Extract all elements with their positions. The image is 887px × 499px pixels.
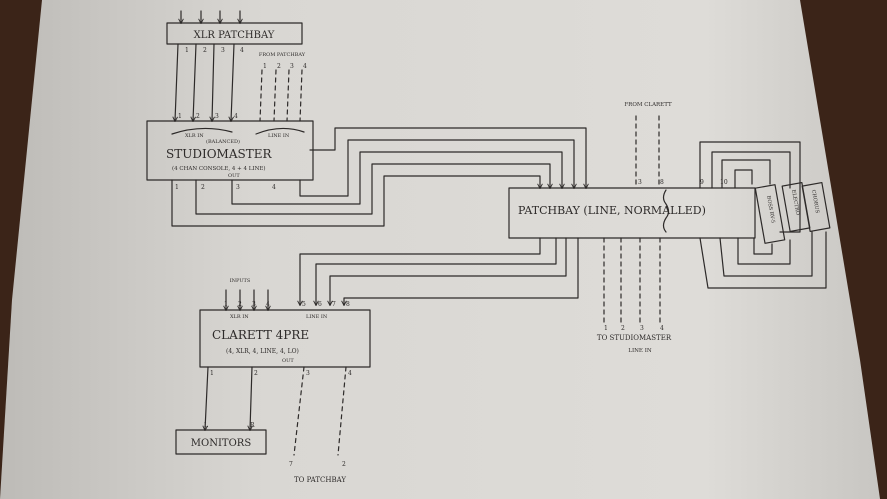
clarett-title: CLARETT 4PRE [212, 328, 309, 342]
patchbay-to-clarett-cables [300, 237, 579, 305]
xlr-port-2: 2 [203, 47, 207, 54]
cl-line-port-6: 6 [318, 301, 322, 308]
to-patchbay-port-7: 7 [289, 461, 293, 468]
sm-out-port-4: 4 [272, 184, 276, 191]
from-clarett-label: FROM CLARETT [624, 102, 672, 108]
studiomaster-subtitle: (4 CHAN CONSOLE, 4 + 4 LINE) [172, 165, 266, 172]
to-patchbay-label: TO PATCHBAY [294, 476, 346, 484]
monitor-port-l: L [204, 422, 208, 429]
patchbay-to-studiomaster-line-cables [603, 237, 661, 323]
to-studiomaster-sub: LINE IN [628, 348, 652, 354]
sm-line-in-label: LINE IN [268, 133, 290, 139]
sm-xlr-port-1: 1 [178, 113, 182, 120]
patchbay-title: PATCHBAY (LINE, NORMALLED) [518, 204, 706, 217]
monitor-port-r: R [250, 422, 255, 429]
cl-out-port-2: 2 [254, 370, 258, 377]
effect-pedal-1 [754, 184, 786, 244]
xlr-in-brace [171, 127, 233, 135]
cl-line-port-5: 5 [302, 301, 306, 308]
clarett-input-arrows [226, 289, 268, 310]
cl-in-port-2: 2 [238, 301, 242, 308]
sm-out-port-2: 2 [201, 184, 205, 191]
xlr-port-4: 4 [240, 47, 244, 54]
from-patchbay-label: FROM PATCHBAY [259, 52, 306, 58]
clarett-subtitle: (4, XLR, 4, LINE, 4, LO) [226, 348, 299, 355]
sm-xlr-port-3: 3 [215, 113, 219, 120]
monitors-box [175, 429, 267, 455]
pb-side-port-10: 10 [720, 179, 728, 186]
sm-xlr-port-2: 2 [196, 113, 200, 120]
pb-bottom-port-2: 2 [621, 325, 625, 332]
patchbay-box [508, 187, 756, 239]
sm-out-port-3: 3 [236, 184, 240, 191]
line-in-brace [255, 127, 305, 135]
cl-out-port-3: 3 [306, 370, 310, 377]
to-studiomaster-label: TO STUDIOMASTER [597, 334, 672, 342]
from-patchbay-line-cables [259, 69, 303, 122]
clarett-box [199, 309, 371, 368]
clarett-to-monitors-cables [205, 366, 252, 430]
from-clarett-cables [635, 115, 660, 189]
pb-bottom-port-3: 3 [640, 325, 644, 332]
xlr-port-1: 1 [185, 47, 189, 54]
sm-out-port-1: 1 [175, 184, 179, 191]
cl-line-port-8: 8 [346, 301, 350, 308]
sm-line-port-2: 2 [277, 63, 281, 70]
cl-in-port-1: 1 [224, 301, 228, 308]
sm-line-port-4: 4 [303, 63, 307, 70]
xlr-port-3: 3 [221, 47, 225, 54]
pb-side-port-9: 9 [700, 179, 704, 186]
clarett-out-label: OUT [282, 358, 294, 364]
pb-bottom-port-1: 1 [604, 325, 608, 332]
effect-label-2: ELECTRO [790, 189, 800, 215]
clarett-xlr-in-label: XLR IN [230, 314, 249, 320]
pb-top-port-3: 3 [638, 179, 642, 186]
pb-top-port-8: 8 [660, 179, 664, 186]
sm-line-port-1: 1 [263, 63, 267, 70]
sm-xlr-in-label: XLR IN [185, 133, 204, 139]
normalled-divider [662, 189, 670, 233]
sm-xlr-port-4: 4 [234, 113, 238, 120]
xlr-patchbay-title: XLR PATCHBAY [194, 30, 275, 41]
clarett-line-in-label: LINE IN [306, 314, 328, 320]
cl-out-port-4: 4 [348, 370, 352, 377]
effect-label-1: BOSS RV-5 [765, 195, 776, 223]
monitors-title: MONITORS [191, 438, 252, 449]
to-patchbay-port-2: 2 [342, 461, 346, 468]
studiomaster-title: STUDIOMASTER [166, 147, 272, 161]
effects-loop-cables [699, 141, 827, 289]
studiomaster-out-cables [171, 127, 586, 227]
effect-pedal-3 [801, 182, 831, 232]
sm-out-label: OUT [228, 173, 240, 179]
xlr-to-studiomaster-cables [175, 43, 235, 121]
clarett-inputs-label: INPUTS [230, 278, 251, 284]
cl-out-port-1: 1 [210, 370, 214, 377]
sm-balanced-note: (BALANCED) [206, 138, 240, 145]
clarett-to-patchbay-cables [293, 366, 347, 456]
sm-line-port-3: 3 [290, 63, 294, 70]
xlr-patchbay-inputs [181, 10, 240, 23]
cl-in-port-4: 4 [266, 301, 270, 308]
pb-bottom-port-4: 4 [660, 325, 664, 332]
effect-label-3: CHORUS [810, 189, 820, 214]
cl-line-port-7: 7 [332, 301, 336, 308]
cl-in-port-3: 3 [252, 301, 256, 308]
